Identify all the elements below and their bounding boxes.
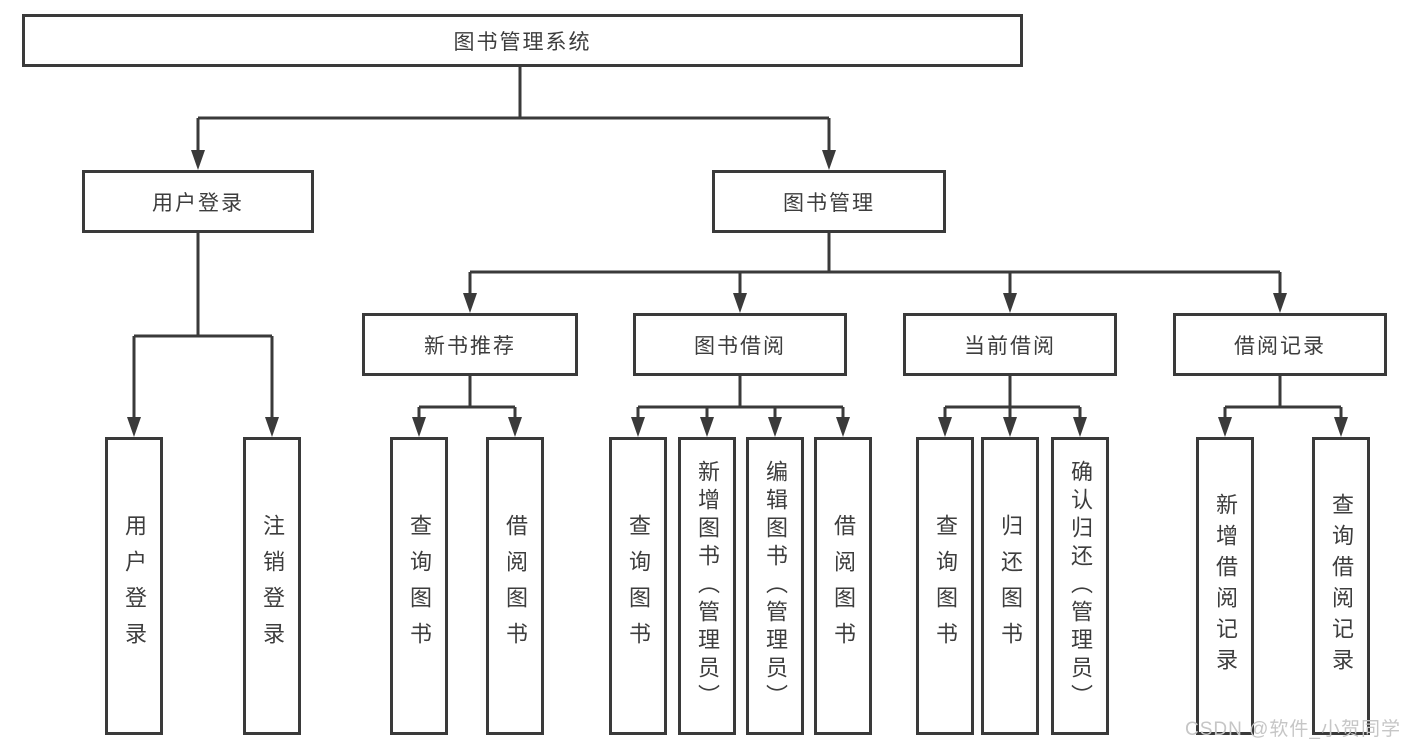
arrowhead (508, 417, 522, 437)
arrowhead (265, 417, 279, 437)
arrowhead (127, 417, 141, 437)
arrowhead (938, 417, 952, 437)
arrowhead (463, 293, 477, 313)
leaf-query-borrow-record: 查询借阅记录 (1312, 437, 1370, 735)
leaf-query-books-2-label: 查询图书 (626, 514, 651, 658)
node-current-borrowing: 当前借阅 (903, 313, 1117, 376)
node-borrowing-records: 借阅记录 (1173, 313, 1387, 376)
leaf-user-login: 用户登录 (105, 437, 163, 735)
arrowhead (1003, 293, 1017, 313)
leaf-query-books-3: 查询图书 (916, 437, 974, 735)
leaf-add-borrow-record: 新增借阅记录 (1196, 437, 1254, 735)
leaf-edit-book-admin-label: 编辑图书（管理员） (763, 460, 788, 712)
leaf-user-login-label: 用户登录 (122, 514, 147, 658)
node-root-label: 图书管理系统 (453, 30, 592, 54)
arrowhead (631, 417, 645, 437)
leaf-edit-book-admin: 编辑图书（管理员） (746, 437, 804, 735)
leaf-logout-label: 注销登录 (260, 514, 285, 658)
leaf-borrow-books-1: 借阅图书 (486, 437, 544, 735)
arrowhead (700, 417, 714, 437)
leaf-add-borrow-record-label: 新增借阅记录 (1213, 493, 1238, 679)
arrowhead (1273, 293, 1287, 313)
arrowhead (1073, 417, 1087, 437)
leaf-return-books-label: 归还图书 (998, 514, 1023, 658)
arrowhead (836, 417, 850, 437)
leaf-confirm-return-admin: 确认归还（管理员） (1051, 437, 1109, 735)
node-book-borrowing-label: 图书借阅 (694, 334, 786, 358)
node-book-borrowing: 图书借阅 (633, 313, 847, 376)
leaf-confirm-return-admin-label: 确认归还（管理员） (1068, 460, 1093, 712)
node-book-management: 图书管理 (712, 170, 946, 233)
arrowhead (1218, 417, 1232, 437)
node-root-library-system: 图书管理系统 (22, 14, 1023, 67)
arrowhead (1334, 417, 1348, 437)
leaf-query-books-1: 查询图书 (390, 437, 448, 735)
arrowhead (412, 417, 426, 437)
arrowhead (733, 293, 747, 313)
node-user-login: 用户登录 (82, 170, 314, 233)
arrowhead (822, 150, 836, 170)
node-user-login-label: 用户登录 (152, 191, 244, 215)
node-new-book-recommend: 新书推荐 (362, 313, 578, 376)
leaf-borrow-books-2-label: 借阅图书 (831, 514, 856, 658)
node-borrowing-records-label: 借阅记录 (1234, 334, 1326, 358)
node-new-book-recommend-label: 新书推荐 (424, 334, 516, 358)
arrowhead (768, 417, 782, 437)
leaf-query-books-1-label: 查询图书 (407, 514, 432, 658)
leaf-query-books-2: 查询图书 (609, 437, 667, 735)
leaf-logout: 注销登录 (243, 437, 301, 735)
node-book-management-label: 图书管理 (783, 191, 875, 215)
leaf-query-borrow-record-label: 查询借阅记录 (1329, 493, 1354, 679)
leaf-borrow-books-2: 借阅图书 (814, 437, 872, 735)
csdn-watermark: CSDN @软件_小贺同学 (1185, 719, 1401, 740)
arrowhead (1003, 417, 1017, 437)
node-current-borrowing-label: 当前借阅 (964, 334, 1056, 358)
leaf-add-book-admin: 新增图书（管理员） (678, 437, 736, 735)
leaf-return-books: 归还图书 (981, 437, 1039, 735)
leaf-query-books-3-label: 查询图书 (933, 514, 958, 658)
leaf-borrow-books-1-label: 借阅图书 (503, 514, 528, 658)
leaf-add-book-admin-label: 新增图书（管理员） (695, 460, 720, 712)
arrowhead (191, 150, 205, 170)
